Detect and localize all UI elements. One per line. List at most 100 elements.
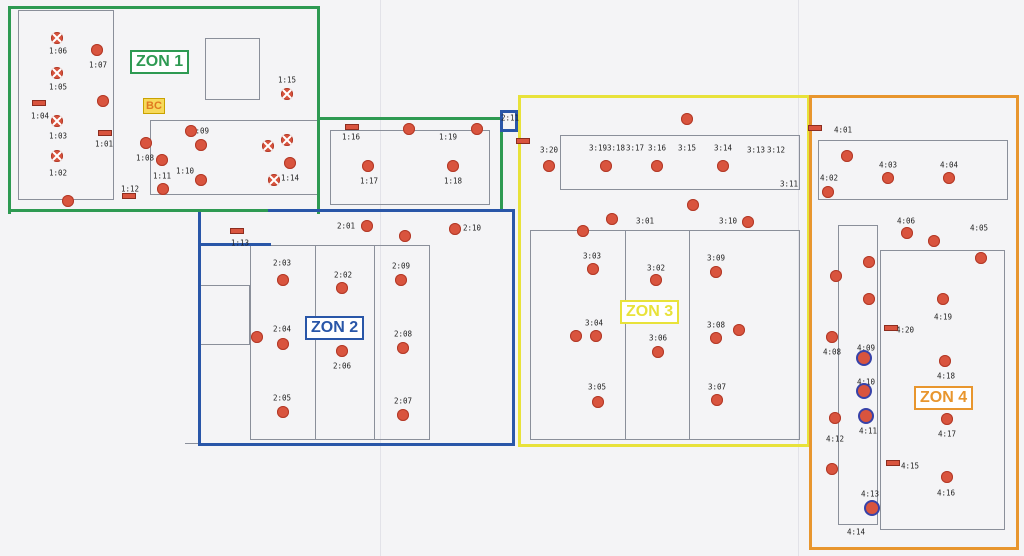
detector-marker bbox=[858, 352, 870, 364]
detector-marker bbox=[577, 225, 589, 237]
bc-label: BC bbox=[143, 98, 165, 114]
detector-marker bbox=[51, 32, 63, 44]
room-label: 1:19 bbox=[438, 132, 458, 142]
room-label: 2:11 bbox=[500, 113, 520, 123]
room-label: 4:02 bbox=[819, 173, 839, 183]
room-label: 4:20 bbox=[895, 325, 915, 335]
room-label: 1:10 bbox=[175, 166, 195, 176]
detector-marker bbox=[590, 330, 602, 342]
room-label: 4:06 bbox=[896, 216, 916, 226]
detector-marker bbox=[399, 230, 411, 242]
wall bbox=[880, 250, 1005, 530]
pull-station bbox=[32, 100, 46, 106]
room-label: 2:09 bbox=[391, 261, 411, 271]
room-label: 1:17 bbox=[359, 176, 379, 186]
zone-4-label: ZON 4 bbox=[914, 386, 974, 410]
room-label: 1:18 bbox=[443, 176, 463, 186]
detector-marker bbox=[711, 394, 723, 406]
detector-marker bbox=[863, 256, 875, 268]
room-label: 3:18 bbox=[606, 143, 626, 153]
detector-marker bbox=[281, 88, 293, 100]
room-label: 3:16 bbox=[647, 143, 667, 153]
paper-fold bbox=[798, 0, 799, 556]
detector-marker bbox=[395, 274, 407, 286]
detector-marker bbox=[733, 324, 745, 336]
room-label: 4:19 bbox=[933, 312, 953, 322]
room-label: 2:02 bbox=[333, 270, 353, 280]
detector-marker bbox=[826, 331, 838, 343]
zone-2-outline bbox=[198, 212, 515, 446]
pull-station bbox=[98, 130, 112, 136]
room-label: 3:07 bbox=[707, 382, 727, 392]
room-label: 4:18 bbox=[936, 371, 956, 381]
room-label: 3:06 bbox=[648, 333, 668, 343]
room-label: 3:14 bbox=[713, 143, 733, 153]
detector-marker bbox=[471, 123, 483, 135]
detector-marker bbox=[863, 293, 875, 305]
pull-station bbox=[516, 138, 530, 144]
room-label: 2:10 bbox=[462, 223, 482, 233]
room-label: 3:13 bbox=[746, 145, 766, 155]
wall bbox=[625, 230, 690, 440]
room-label: 4:10 bbox=[856, 377, 876, 387]
detector-marker bbox=[570, 330, 582, 342]
room-label: 3:04 bbox=[584, 318, 604, 328]
detector-marker bbox=[858, 385, 870, 397]
pull-station bbox=[230, 228, 244, 234]
room-label: 4:03 bbox=[878, 160, 898, 170]
detector-marker bbox=[939, 355, 951, 367]
detector-marker bbox=[592, 396, 604, 408]
room-label: 4:05 bbox=[969, 223, 989, 233]
detector-marker bbox=[403, 123, 415, 135]
room-label: 3:12 bbox=[766, 145, 786, 155]
room-label: 3:20 bbox=[539, 145, 559, 155]
detector-marker bbox=[397, 409, 409, 421]
room-label: 4:04 bbox=[939, 160, 959, 170]
detector-marker bbox=[717, 160, 729, 172]
zone-3-label: ZON 3 bbox=[620, 300, 680, 324]
room-label: 1:12 bbox=[120, 184, 140, 194]
detector-marker bbox=[62, 195, 74, 207]
detector-marker bbox=[281, 134, 293, 146]
pull-station bbox=[884, 325, 898, 331]
room-label: 3:19 bbox=[588, 143, 608, 153]
detector-marker bbox=[587, 263, 599, 275]
room-label: 2:03 bbox=[272, 258, 292, 268]
detector-marker bbox=[51, 115, 63, 127]
detector-marker bbox=[941, 413, 953, 425]
detector-marker bbox=[262, 140, 274, 152]
detector-marker bbox=[841, 150, 853, 162]
detector-marker bbox=[51, 67, 63, 79]
detector-marker bbox=[156, 154, 168, 166]
zone-2-outline-top2 bbox=[268, 209, 515, 212]
pull-station bbox=[886, 460, 900, 466]
detector-marker bbox=[397, 342, 409, 354]
detector-marker bbox=[140, 137, 152, 149]
room-label: 1:14 bbox=[280, 173, 300, 183]
room-label: 1:01 bbox=[94, 139, 114, 149]
room-label: 1:07 bbox=[88, 60, 108, 70]
zone-4-outline bbox=[809, 95, 1019, 550]
wall bbox=[838, 225, 878, 525]
wall bbox=[205, 38, 260, 100]
room-label: 3:10 bbox=[718, 216, 738, 226]
room-label: 4:11 bbox=[858, 426, 878, 436]
room-label: 2:06 bbox=[332, 361, 352, 371]
detector-marker bbox=[336, 345, 348, 357]
room-label: 4:16 bbox=[936, 488, 956, 498]
room-label: 4:17 bbox=[937, 429, 957, 439]
room-label: 1:08 bbox=[135, 153, 155, 163]
room-label: 4:13 bbox=[860, 489, 880, 499]
room-label: 4:08 bbox=[822, 347, 842, 357]
room-label: 4:14 bbox=[846, 527, 866, 537]
detector-marker bbox=[336, 282, 348, 294]
room-label: 2:07 bbox=[393, 396, 413, 406]
zone-2-label: ZON 2 bbox=[305, 316, 365, 340]
detector-marker bbox=[185, 125, 197, 137]
room-label: 4:09 bbox=[856, 343, 876, 353]
zone-3-outline bbox=[518, 95, 810, 447]
room-label: 3:05 bbox=[587, 382, 607, 392]
room-label: 1:09 bbox=[190, 126, 210, 136]
detector-marker bbox=[681, 113, 693, 125]
